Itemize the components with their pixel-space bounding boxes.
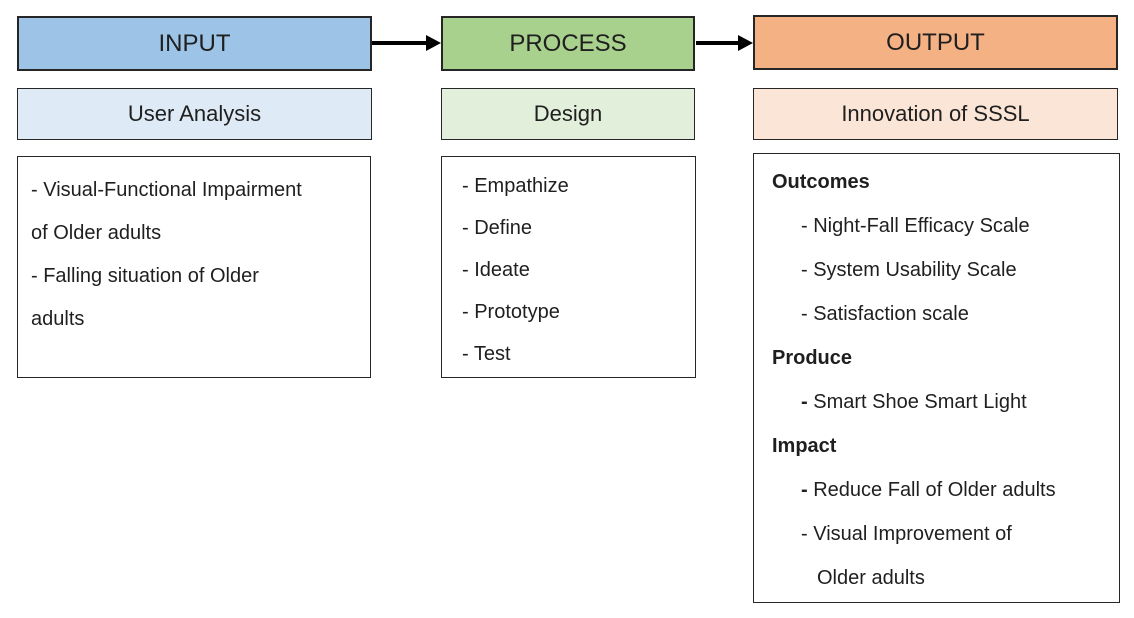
input-list-item: - Visual-Functional Impairment of Older …: [31, 179, 302, 244]
output-section-heading-impact: Impact: [772, 435, 837, 457]
output-header-box: OUTPUT: [753, 15, 1118, 70]
input-body-box: - Visual-Functional Impairment of Older …: [17, 156, 371, 378]
output-outcome-item: - System Usability Scale: [801, 259, 1017, 281]
input-header-box: INPUT: [17, 16, 372, 71]
output-impact-item: - Reduce Fall of Older adults: [801, 479, 1056, 501]
process-subheader-box: Design: [441, 88, 695, 140]
process-step-item: - Test: [462, 343, 511, 365]
process-header-box: PROCESS: [441, 16, 695, 71]
output-impact-item: - Visual Improvement of Older adults: [801, 523, 1012, 589]
output-outcome-item: - Satisfaction scale: [801, 303, 969, 325]
input-subheader-box: User Analysis: [17, 88, 372, 140]
process-step-item: - Define: [462, 217, 533, 239]
arrow-input-to-process: [372, 41, 427, 45]
arrow-process-to-output: [696, 41, 739, 45]
process-step-item: - Empathize: [462, 175, 569, 197]
output-body-box: Outcomes - Night-Fall Efficacy Scale - S…: [753, 153, 1120, 603]
process-step-item: - Ideate: [462, 259, 530, 281]
input-list-item: - Falling situation of Older adults: [31, 265, 259, 330]
output-section-heading-produce: Produce: [772, 347, 853, 369]
output-produce-item: - Smart Shoe Smart Light: [801, 391, 1027, 413]
output-outcome-item: - Night-Fall Efficacy Scale: [801, 215, 1030, 237]
process-step-item: - Prototype: [462, 301, 560, 323]
output-subheader-box: Innovation of SSSL: [753, 88, 1118, 140]
process-body-box: - Empathize - Define - Ideate - Prototyp…: [441, 156, 696, 378]
output-section-heading-outcomes: Outcomes: [772, 171, 870, 193]
